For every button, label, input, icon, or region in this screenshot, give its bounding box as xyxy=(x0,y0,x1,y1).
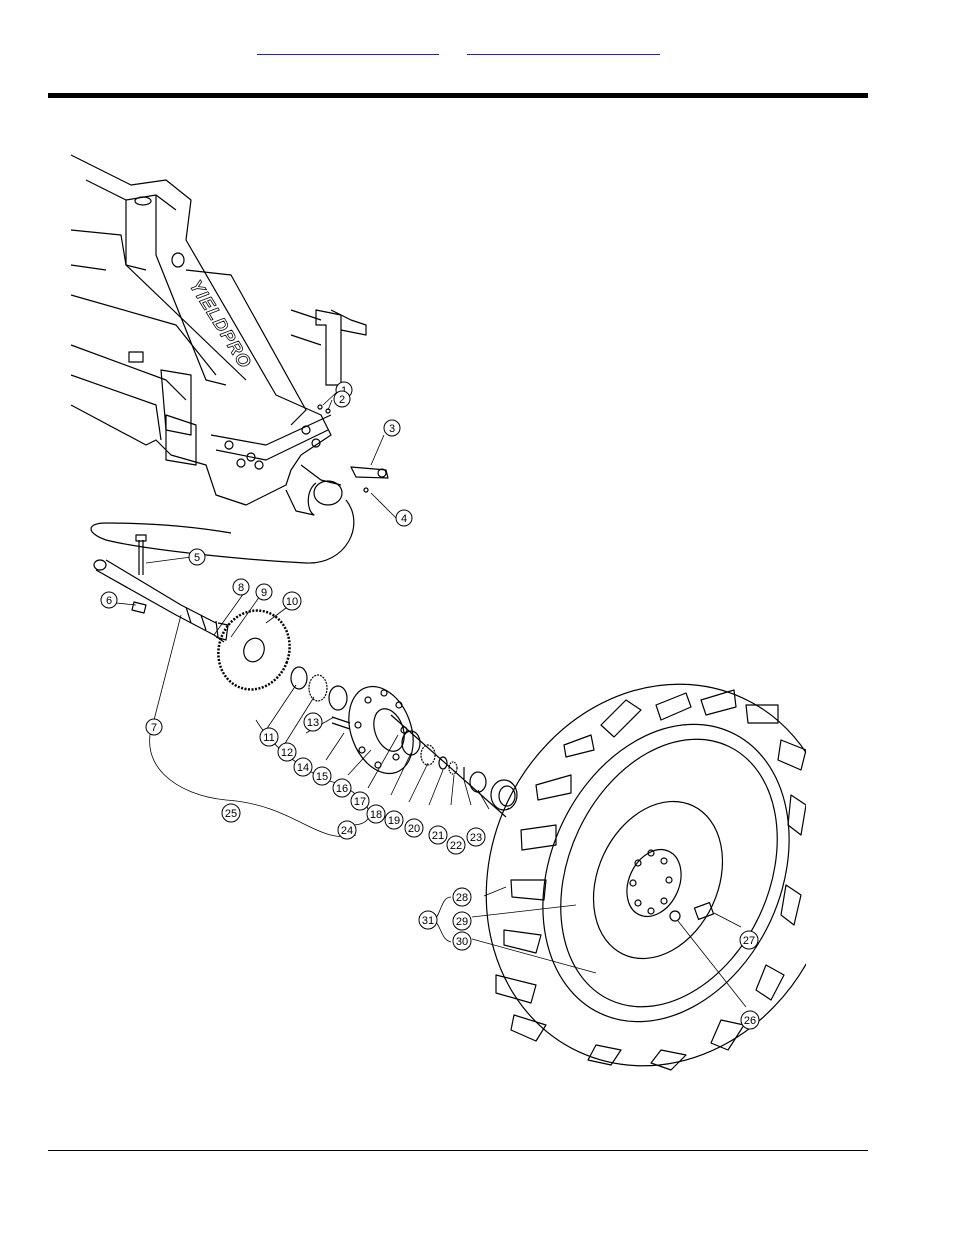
header-link-2[interactable] xyxy=(467,40,660,55)
callout-18: 18 xyxy=(366,804,386,824)
header-link-1[interactable] xyxy=(257,40,439,55)
callout-5: 5 xyxy=(188,548,206,566)
svg-text:8: 8 xyxy=(238,582,244,594)
callouts: 1 2 3 4 5 6 7 8 9 10 11 12 13 14 15 16 1… xyxy=(100,381,760,1030)
callout-11: 11 xyxy=(259,727,279,747)
callout-15: 15 xyxy=(312,766,332,786)
svg-text:15: 15 xyxy=(316,771,328,783)
svg-text:18: 18 xyxy=(370,809,382,821)
callout-9: 9 xyxy=(255,583,273,601)
callout-25: 25 xyxy=(221,803,241,823)
svg-text:6: 6 xyxy=(106,595,112,607)
svg-text:17: 17 xyxy=(354,796,366,808)
bearing-parts xyxy=(290,666,351,730)
callout-10: 10 xyxy=(282,591,302,611)
callout-13: 13 xyxy=(303,712,323,732)
callout-2: 2 xyxy=(333,390,351,408)
callout-17: 17 xyxy=(350,791,370,811)
callout-29: 29 xyxy=(452,911,472,931)
callout-21: 21 xyxy=(428,825,448,845)
callout-16: 16 xyxy=(332,778,352,798)
hub xyxy=(348,685,507,818)
header-rule xyxy=(48,93,868,98)
svg-text:4: 4 xyxy=(401,513,407,525)
frame-assembly: YIELDPRO xyxy=(70,154,367,516)
detail-loop xyxy=(90,499,355,564)
svg-text:30: 30 xyxy=(456,936,468,948)
dust-shield xyxy=(217,609,291,691)
svg-text:11: 11 xyxy=(263,732,274,744)
svg-text:19: 19 xyxy=(388,815,400,827)
callout-3: 3 xyxy=(383,419,401,437)
callout-14: 14 xyxy=(293,757,313,777)
outer-bearings xyxy=(401,730,518,811)
callout-27: 27 xyxy=(739,930,759,950)
svg-text:16: 16 xyxy=(336,783,348,795)
svg-text:5: 5 xyxy=(194,552,200,564)
svg-text:27: 27 xyxy=(743,935,755,947)
svg-text:10: 10 xyxy=(286,596,298,608)
svg-text:12: 12 xyxy=(281,747,293,759)
svg-text:20: 20 xyxy=(408,823,420,835)
svg-text:9: 9 xyxy=(261,587,267,599)
callout-24: 24 xyxy=(337,820,357,840)
callout-28: 28 xyxy=(452,887,472,907)
svg-text:22: 22 xyxy=(450,840,462,852)
callout-4: 4 xyxy=(395,509,413,527)
callout-12: 12 xyxy=(277,742,297,762)
callout-7: 7 xyxy=(145,718,163,736)
svg-text:24: 24 xyxy=(341,825,353,837)
svg-text:3: 3 xyxy=(389,423,395,435)
callout-22: 22 xyxy=(446,835,466,855)
svg-text:31: 31 xyxy=(422,915,434,927)
svg-text:23: 23 xyxy=(470,832,482,844)
callout-20: 20 xyxy=(404,818,424,838)
svg-text:28: 28 xyxy=(456,892,468,904)
callout-8: 8 xyxy=(232,578,250,596)
callout-26: 26 xyxy=(740,1010,760,1030)
callout-23: 23 xyxy=(466,827,486,847)
svg-text:13: 13 xyxy=(307,717,319,729)
wheel-tire xyxy=(485,683,806,1071)
hardware-1-4 xyxy=(317,404,389,493)
parts-diagram: YIELDPRO xyxy=(70,154,806,1071)
callout-19: 19 xyxy=(384,810,404,830)
svg-text:21: 21 xyxy=(432,830,444,842)
callout-31: 31 xyxy=(418,910,438,930)
svg-text:29: 29 xyxy=(456,916,468,928)
brand-text: YIELDPRO xyxy=(186,277,256,372)
svg-text:26: 26 xyxy=(744,1015,756,1027)
svg-text:14: 14 xyxy=(297,762,309,774)
svg-text:7: 7 xyxy=(151,722,157,734)
callout-6: 6 xyxy=(100,591,118,609)
svg-text:2: 2 xyxy=(339,394,345,406)
callout-30: 30 xyxy=(452,931,472,951)
footer-rule xyxy=(48,1150,868,1151)
svg-text:25: 25 xyxy=(225,808,237,820)
axle-spindle xyxy=(93,534,229,643)
